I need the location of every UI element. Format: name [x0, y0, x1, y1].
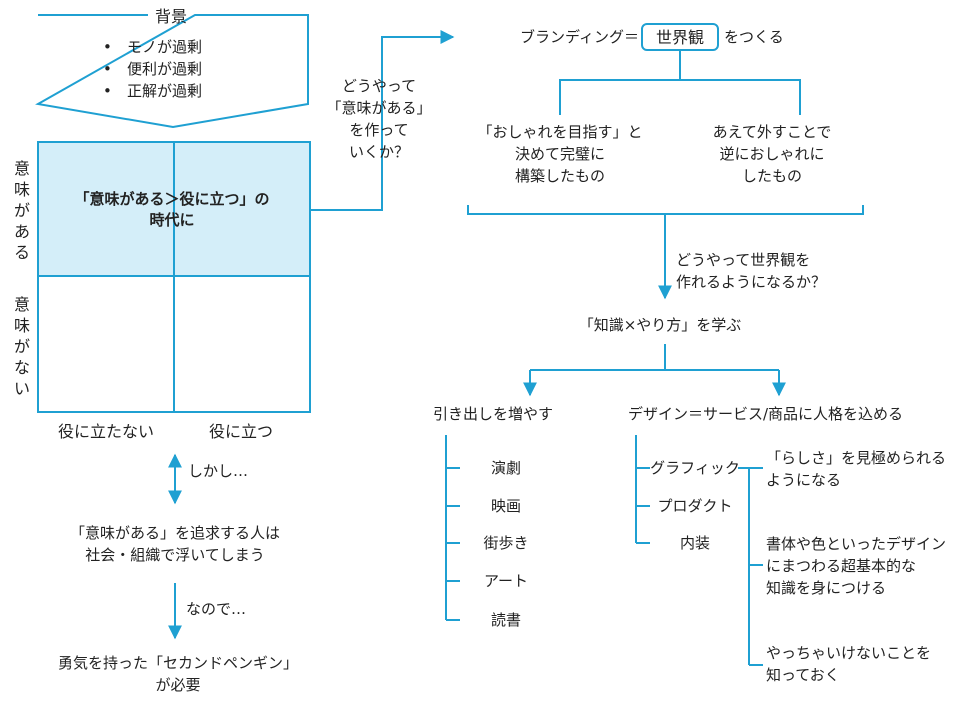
- options-brace: [467, 205, 864, 225]
- background-list: モノが過剰 便利が過剰 正解が過剰: [103, 36, 202, 102]
- branding-prefix: ブランディング＝: [520, 28, 639, 46]
- matrix-x-left-label: 役に立たない: [57, 422, 155, 441]
- problem-text: 「意味がある」を追求する人は 社会・組織で浮いてしまう: [69, 524, 281, 564]
- question-make-meaning: どうやって 「意味がある」 を作って いくか？: [326, 77, 432, 161]
- matrix-y-top-label: 意味がある: [13, 159, 30, 262]
- branding-tree-split: [559, 79, 801, 115]
- matrix-y-bottom-label: 意味がない: [13, 295, 30, 398]
- design-note: 「らしさ」を見極められる ようになる: [766, 449, 947, 489]
- design-item: 内装: [679, 534, 711, 552]
- design-item: グラフィック: [650, 459, 740, 477]
- background-item: 便利が過剰: [103, 58, 202, 80]
- learn-text: 「知識×やり方」を学ぶ: [578, 316, 742, 334]
- however-label: しかし…: [188, 462, 249, 480]
- therefore-label: なので…: [186, 600, 247, 618]
- matrix-highlight-text: 「意味がある＞役に立つ」の 時代に: [74, 190, 270, 229]
- branding-suffix: をつくる: [724, 28, 784, 46]
- option-a-text: 「おしゃれを目指す」と 決めて完璧に 構築したもの: [477, 123, 643, 185]
- worldview-keyword: 世界観: [655, 28, 705, 47]
- design-note: 書体や色といったデザイン にまつわる超基本的な 知識を身につける: [766, 535, 947, 597]
- drawers-title: 引き出しを増やす: [433, 405, 554, 423]
- how-worldview-question: どうやって世界観を 作れるようになるか？: [676, 251, 827, 291]
- design-note: やっちゃいけないことを 知っておく: [766, 644, 932, 684]
- drawer-item: 映画: [490, 497, 522, 515]
- design-title: デザイン＝サービス/商品に人格を込める: [628, 405, 904, 423]
- connector-matrix-branding: [310, 30, 455, 211]
- matrix-x-right-label: 役に立つ: [208, 422, 274, 441]
- background-title: 背景: [154, 7, 188, 26]
- conclusion-text: 勇気を持った「セカンドペンギン」 が必要: [57, 654, 299, 694]
- background-item: 正解が過剰: [103, 80, 202, 102]
- drawer-item: 演劇: [490, 459, 522, 477]
- option-b-text: あえて外すことで 逆におしゃれに したもの: [712, 123, 832, 185]
- background-box: [35, 14, 309, 129]
- drawer-item: 読書: [490, 611, 522, 629]
- background-item: モノが過剰: [103, 36, 202, 58]
- drawer-item: アート: [483, 572, 529, 590]
- design-item: プロダクト: [657, 497, 733, 515]
- drawer-item: 街歩き: [483, 534, 529, 552]
